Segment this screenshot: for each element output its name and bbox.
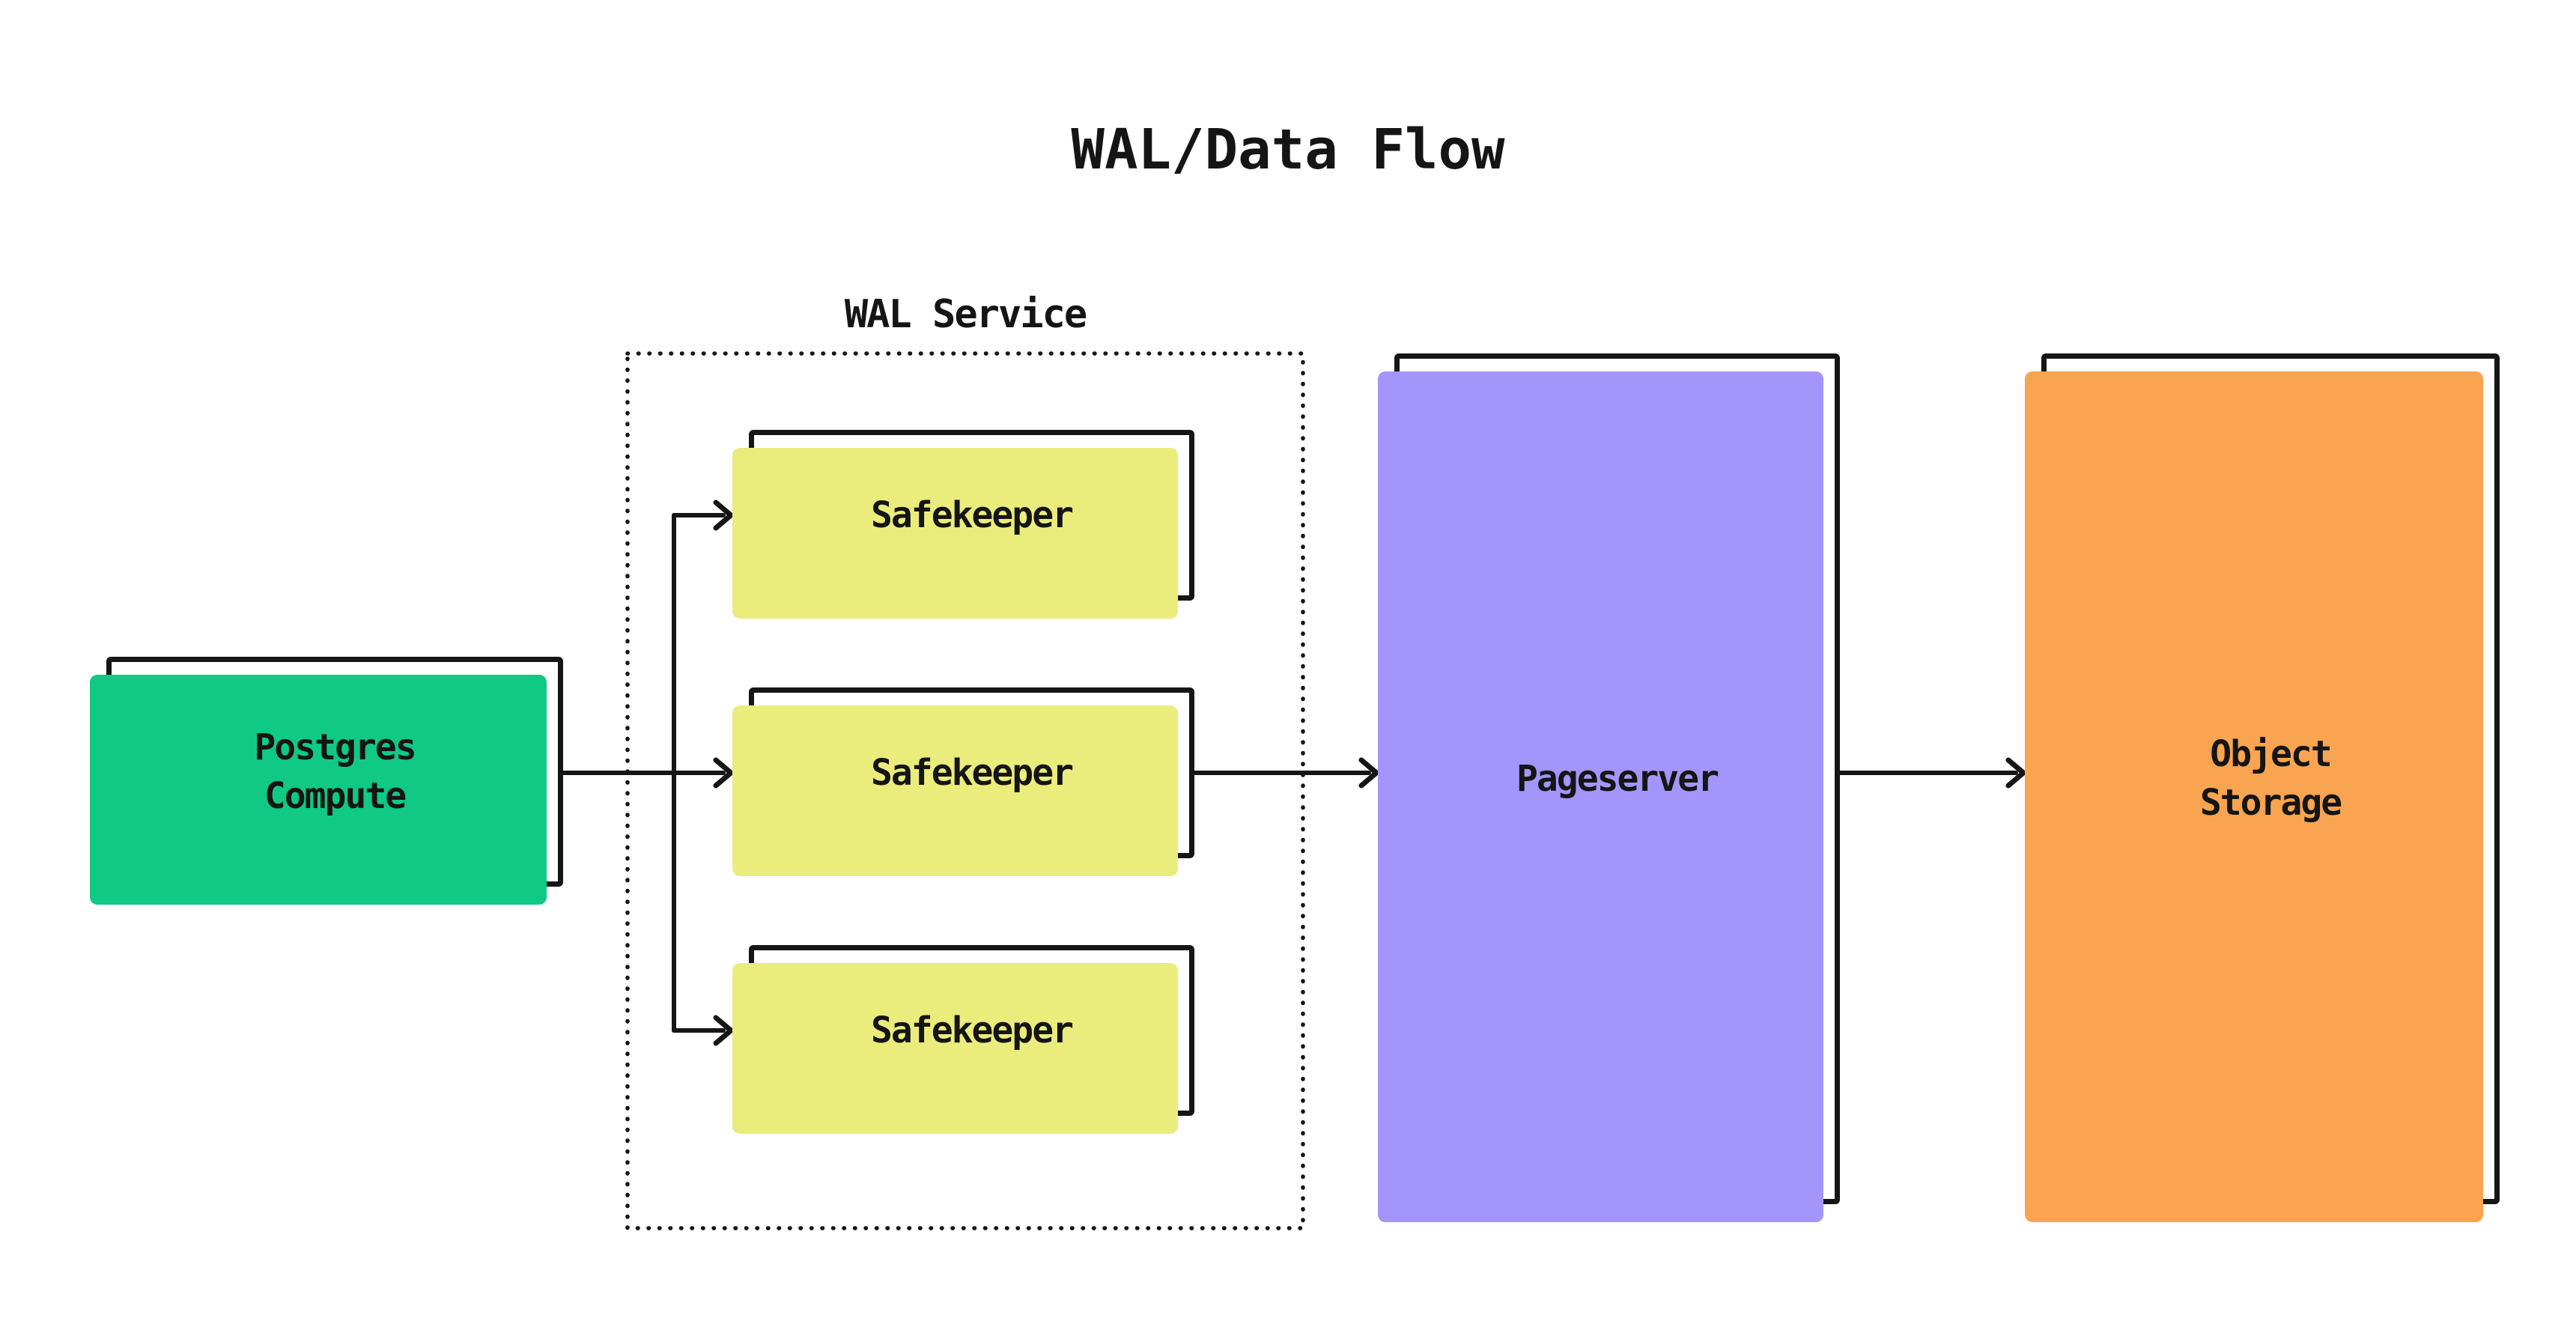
wal-service-dotted-border	[625, 351, 1305, 1230]
node-safekeeper-2: Safekeeper	[749, 687, 1194, 858]
node-postgres-compute: Postgres Compute	[106, 657, 563, 887]
postgres-compute-label: Postgres Compute	[254, 726, 416, 817]
node-safekeeper-1: Safekeeper	[749, 430, 1194, 601]
diagram-title: WAL/Data Flow	[1071, 118, 1505, 182]
arrowhead-pageserver	[1358, 757, 1381, 789]
object-storage-label: Object Storage	[2199, 733, 2342, 824]
safekeeper-2-label: Safekeeper	[871, 751, 1074, 794]
wal-service-label: WAL Service	[844, 292, 1087, 337]
pageserver-label: Pageserver	[1516, 757, 1719, 800]
node-safekeeper-3: Safekeeper	[749, 945, 1194, 1116]
safekeeper-3-label: Safekeeper	[871, 1009, 1074, 1051]
arrowhead-object-storage	[2005, 757, 2028, 789]
arrowhead-safekeeper-2	[713, 757, 735, 789]
node-pageserver: Pageserver	[1394, 353, 1840, 1204]
arrowhead-safekeeper-1	[713, 499, 735, 531]
arrowhead-safekeeper-3	[713, 1015, 735, 1046]
node-object-storage: Object Storage	[2041, 353, 2500, 1204]
safekeeper-1-label: Safekeeper	[871, 494, 1074, 536]
